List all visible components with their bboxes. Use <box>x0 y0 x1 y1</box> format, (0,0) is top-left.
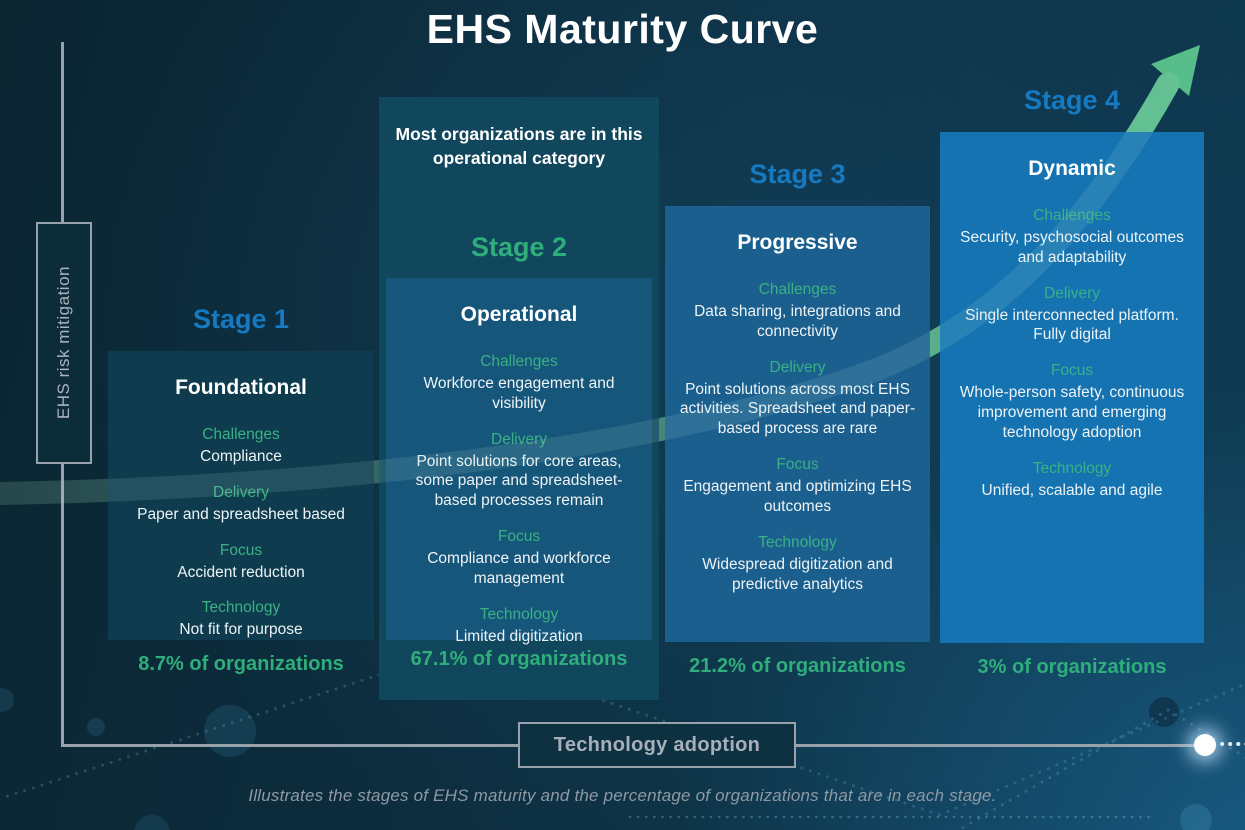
section-label: Technology <box>1032 459 1112 477</box>
section-label: Challenges <box>202 426 280 443</box>
stage-2-callout: Most organizations are in this operation… <box>379 123 659 170</box>
section-value: Paper and spreadsheet based <box>137 505 345 523</box>
stage-1-card: Foundational Challenges Compliance Deliv… <box>108 351 374 640</box>
section-label: Challenges <box>758 281 837 298</box>
stage-3-heading: Stage 3 <box>749 159 846 189</box>
stage-1-column: Stage 1 Foundational Challenges Complian… <box>108 303 374 676</box>
y-axis-label-box: EHS risk mitigation <box>36 222 92 464</box>
caption: Illustrates the stages of EHS maturity a… <box>248 786 997 805</box>
section-value: Compliance and workforce management <box>427 550 611 587</box>
section-value: Compliance <box>200 448 282 465</box>
page-title: EHS Maturity Curve <box>426 6 819 52</box>
decor-circle <box>1149 697 1179 727</box>
stage-4-focus: Focus Whole-person safety, continuous im… <box>953 362 1191 442</box>
section-value: Workforce engagement and visibility <box>423 375 615 412</box>
stage-1-technology: Technology Not fit for purpose <box>179 599 302 640</box>
decor-dotted-line <box>955 708 1245 830</box>
y-axis-label: EHS risk mitigation <box>54 266 73 420</box>
axis-end-dot <box>1194 734 1216 756</box>
stage-3-delivery: Delivery Point solutions across most EHS… <box>678 359 917 439</box>
section-value: Limited digitization <box>455 627 583 645</box>
section-label: Focus <box>219 541 263 559</box>
stage-4-title: Dynamic <box>1028 157 1116 180</box>
stage-3-column: Stage 3 Progressive Challenges Data shar… <box>665 158 930 678</box>
stage-2-panel: Most organizations are in this operation… <box>379 97 659 700</box>
stage-4-heading: Stage 4 <box>1023 85 1121 115</box>
section-label: Challenges <box>1033 207 1111 224</box>
stage-3-technology: Technology Widespread digitization and p… <box>678 534 917 595</box>
stage-4-percent: 3% of organizations <box>977 656 1167 678</box>
section-label: Delivery <box>491 430 547 448</box>
stage-4-technology: Technology Unified, scalable and agile <box>982 460 1163 501</box>
decor-circle <box>204 705 256 757</box>
section-value: Widespread digitization and predictive a… <box>702 555 893 593</box>
section-label: Delivery <box>213 483 269 501</box>
stage-2-percent: 67.1% of organizations <box>410 648 628 670</box>
stage-2-heading: Stage 2 <box>470 232 568 262</box>
section-label: Technology <box>479 605 559 623</box>
section-value: Whole-person safety, continuous improvem… <box>959 384 1185 441</box>
callout-text: Most organizations are in this operation… <box>395 124 643 168</box>
stage-4-card: Dynamic Challenges Security, psychosocia… <box>940 132 1204 643</box>
stage-2-focus: Focus Compliance and workforce managemen… <box>399 528 639 589</box>
section-value: Engagement and optimizing EHS outcomes <box>683 478 912 515</box>
section-value: Data sharing, integrations and connectiv… <box>694 303 901 340</box>
stage-3-challenges: Challenges Data sharing, integrations an… <box>678 281 917 342</box>
stage-2-challenges: Challenges Workforce engagement and visi… <box>399 353 639 414</box>
stage-3-title: Progressive <box>737 231 858 254</box>
stage-4-challenges: Challenges Security, psychosocial outcom… <box>953 207 1191 268</box>
decor-circle <box>0 688 14 712</box>
stage-1-delivery: Delivery Paper and spreadsheet based <box>137 484 345 525</box>
stage-1-percent: 8.7% of organizations <box>138 653 344 675</box>
section-label: Delivery <box>769 358 826 376</box>
section-value: Accident reduction <box>177 563 305 581</box>
stage-3-percent: 21.2% of organizations <box>689 655 906 677</box>
section-label: Focus <box>1050 362 1094 380</box>
stage-2-technology: Technology Limited digitization <box>455 606 583 647</box>
section-label: Technology <box>201 599 281 617</box>
section-label: Delivery <box>1044 284 1100 302</box>
stage-3-focus: Focus Engagement and optimizing EHS outc… <box>678 456 917 517</box>
section-value: Unified, scalable and agile <box>981 481 1163 499</box>
stage-2-title: Operational <box>460 303 578 326</box>
section-label: Challenges <box>480 353 558 370</box>
stage-1-title: Foundational <box>175 376 307 399</box>
x-axis-label-box: Technology adoption <box>518 722 796 768</box>
stage-1-focus: Focus Accident reduction <box>177 542 305 583</box>
x-axis-label: Technology adoption <box>553 733 761 756</box>
decor-circle <box>87 718 105 736</box>
stage-4-column: Stage 4 Dynamic Challenges Security, psy… <box>940 84 1204 679</box>
section-value: Single interconnected platform. Fully di… <box>965 306 1179 344</box>
section-value: Point solutions for core areas, some pap… <box>415 452 623 510</box>
decor-circle <box>134 815 170 830</box>
stage-1-heading: Stage 1 <box>192 304 290 334</box>
section-label: Focus <box>497 528 541 546</box>
stage-4-delivery: Delivery Single interconnected platform.… <box>953 285 1191 346</box>
section-value: Security, psychosocial outcomes and adap… <box>960 229 1184 266</box>
section-value: Point solutions across most EHS activiti… <box>679 380 916 438</box>
section-value: Not fit for purpose <box>179 621 303 639</box>
stage-2-delivery: Delivery Point solutions for core areas,… <box>399 431 639 511</box>
stage-1-challenges: Challenges Compliance <box>200 426 282 467</box>
section-label: Focus <box>776 456 819 474</box>
section-label: Technology <box>758 533 837 551</box>
stage-3-card: Progressive Challenges Data sharing, int… <box>665 206 930 642</box>
decor-circle <box>1180 804 1212 830</box>
stage-2-card: Operational Challenges Workforce engagem… <box>386 278 652 645</box>
